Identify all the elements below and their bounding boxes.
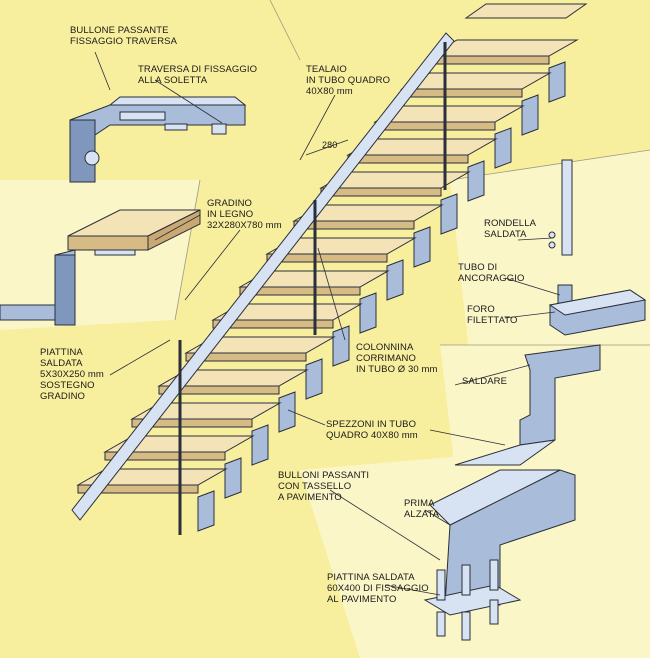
stair-tread-edge bbox=[401, 88, 523, 98]
stringer-segment bbox=[305, 358, 323, 400]
stringer-segment bbox=[548, 61, 566, 103]
stringer-segment bbox=[197, 490, 215, 532]
label-colonnina: COLONNINA CORRIMANO IN TUBO Ø 30 mm bbox=[356, 342, 438, 375]
label-prima-alzata: PRIMA ALZATA bbox=[404, 498, 440, 520]
leader-lines bbox=[94, 51, 561, 596]
stringer-segment bbox=[467, 160, 485, 202]
bolt-icon bbox=[84, 123, 227, 166]
label-piattina-fissaggio: PIATTINA SALDATA 60X400 DI FISSAGGIO AL … bbox=[327, 572, 429, 605]
label-bulloni-passanti: BULLONI PASSANTI CON TASSELLO A PAVIMENT… bbox=[278, 470, 370, 503]
label-foro: FORO FILETTATO bbox=[467, 304, 518, 326]
stringer-segment bbox=[413, 226, 431, 268]
left-stringer bbox=[71, 32, 455, 521]
stringer-segment bbox=[332, 325, 350, 367]
stair-tread-edge bbox=[320, 187, 442, 197]
stair-tread-edge bbox=[104, 451, 226, 461]
label-tubo-ancoraggio: TUBO DI ANCORAGGIO bbox=[458, 262, 525, 284]
stair-tread-edge bbox=[428, 55, 550, 65]
stringer-segment bbox=[386, 259, 404, 301]
stair-tread-edge bbox=[374, 121, 496, 131]
washer-icon bbox=[548, 231, 556, 249]
label-piattina-sostegno: PIATTINA SALDATA 5X30X250 mm SOSTEGNO GR… bbox=[40, 347, 104, 402]
stair-tread-edge bbox=[266, 253, 388, 263]
label-bullone-passante: BULLONE PASSANTE FISSAGGIO TRAVERSA bbox=[70, 25, 178, 47]
label-tealaio: TEALAIO IN TUBO QUADRO 40X80 mm bbox=[306, 64, 391, 97]
anchor-bolt-icon bbox=[436, 559, 499, 641]
label-gradino: GRADINO IN LEGNO 32X280X780 mm bbox=[207, 198, 282, 231]
stair-tread-edge bbox=[212, 319, 334, 329]
stair-tread-edge bbox=[131, 418, 253, 428]
stringer-segment bbox=[278, 391, 296, 433]
wooden-step-detail bbox=[0, 209, 201, 326]
stringer-segment bbox=[521, 94, 539, 136]
traverse-bracket-detail bbox=[69, 96, 247, 183]
dimension-280-arrow bbox=[305, 139, 349, 156]
staircase bbox=[71, 3, 588, 535]
weld-detail bbox=[454, 344, 601, 466]
top-tread bbox=[464, 3, 588, 19]
stair-tread-edge bbox=[77, 484, 199, 494]
stringer-segment bbox=[251, 424, 269, 466]
first-riser-base-detail bbox=[423, 469, 576, 641]
anchor-tube-detail bbox=[548, 159, 647, 336]
label-saldare: SALDARE bbox=[462, 376, 508, 387]
stair-tread-edge bbox=[185, 352, 307, 362]
label-spezzoni: SPEZZONI IN TUBO QUADRO 40X80 mm bbox=[326, 419, 418, 441]
stringer-segment bbox=[494, 127, 512, 169]
panel-guides bbox=[174, 0, 650, 346]
stair-tread-edge bbox=[347, 154, 469, 164]
stringer-segment bbox=[359, 292, 377, 334]
stringer-segment bbox=[224, 457, 242, 499]
stair-tread-edge bbox=[158, 385, 280, 395]
label-rondella: RONDELLA SALDATA bbox=[484, 218, 537, 240]
label-dimension-280: 280 bbox=[322, 140, 338, 150]
label-traversa: TRAVERSA DI FISSAGGIO ALLA SOLETTA bbox=[138, 64, 258, 86]
stringer-segment bbox=[440, 193, 458, 235]
